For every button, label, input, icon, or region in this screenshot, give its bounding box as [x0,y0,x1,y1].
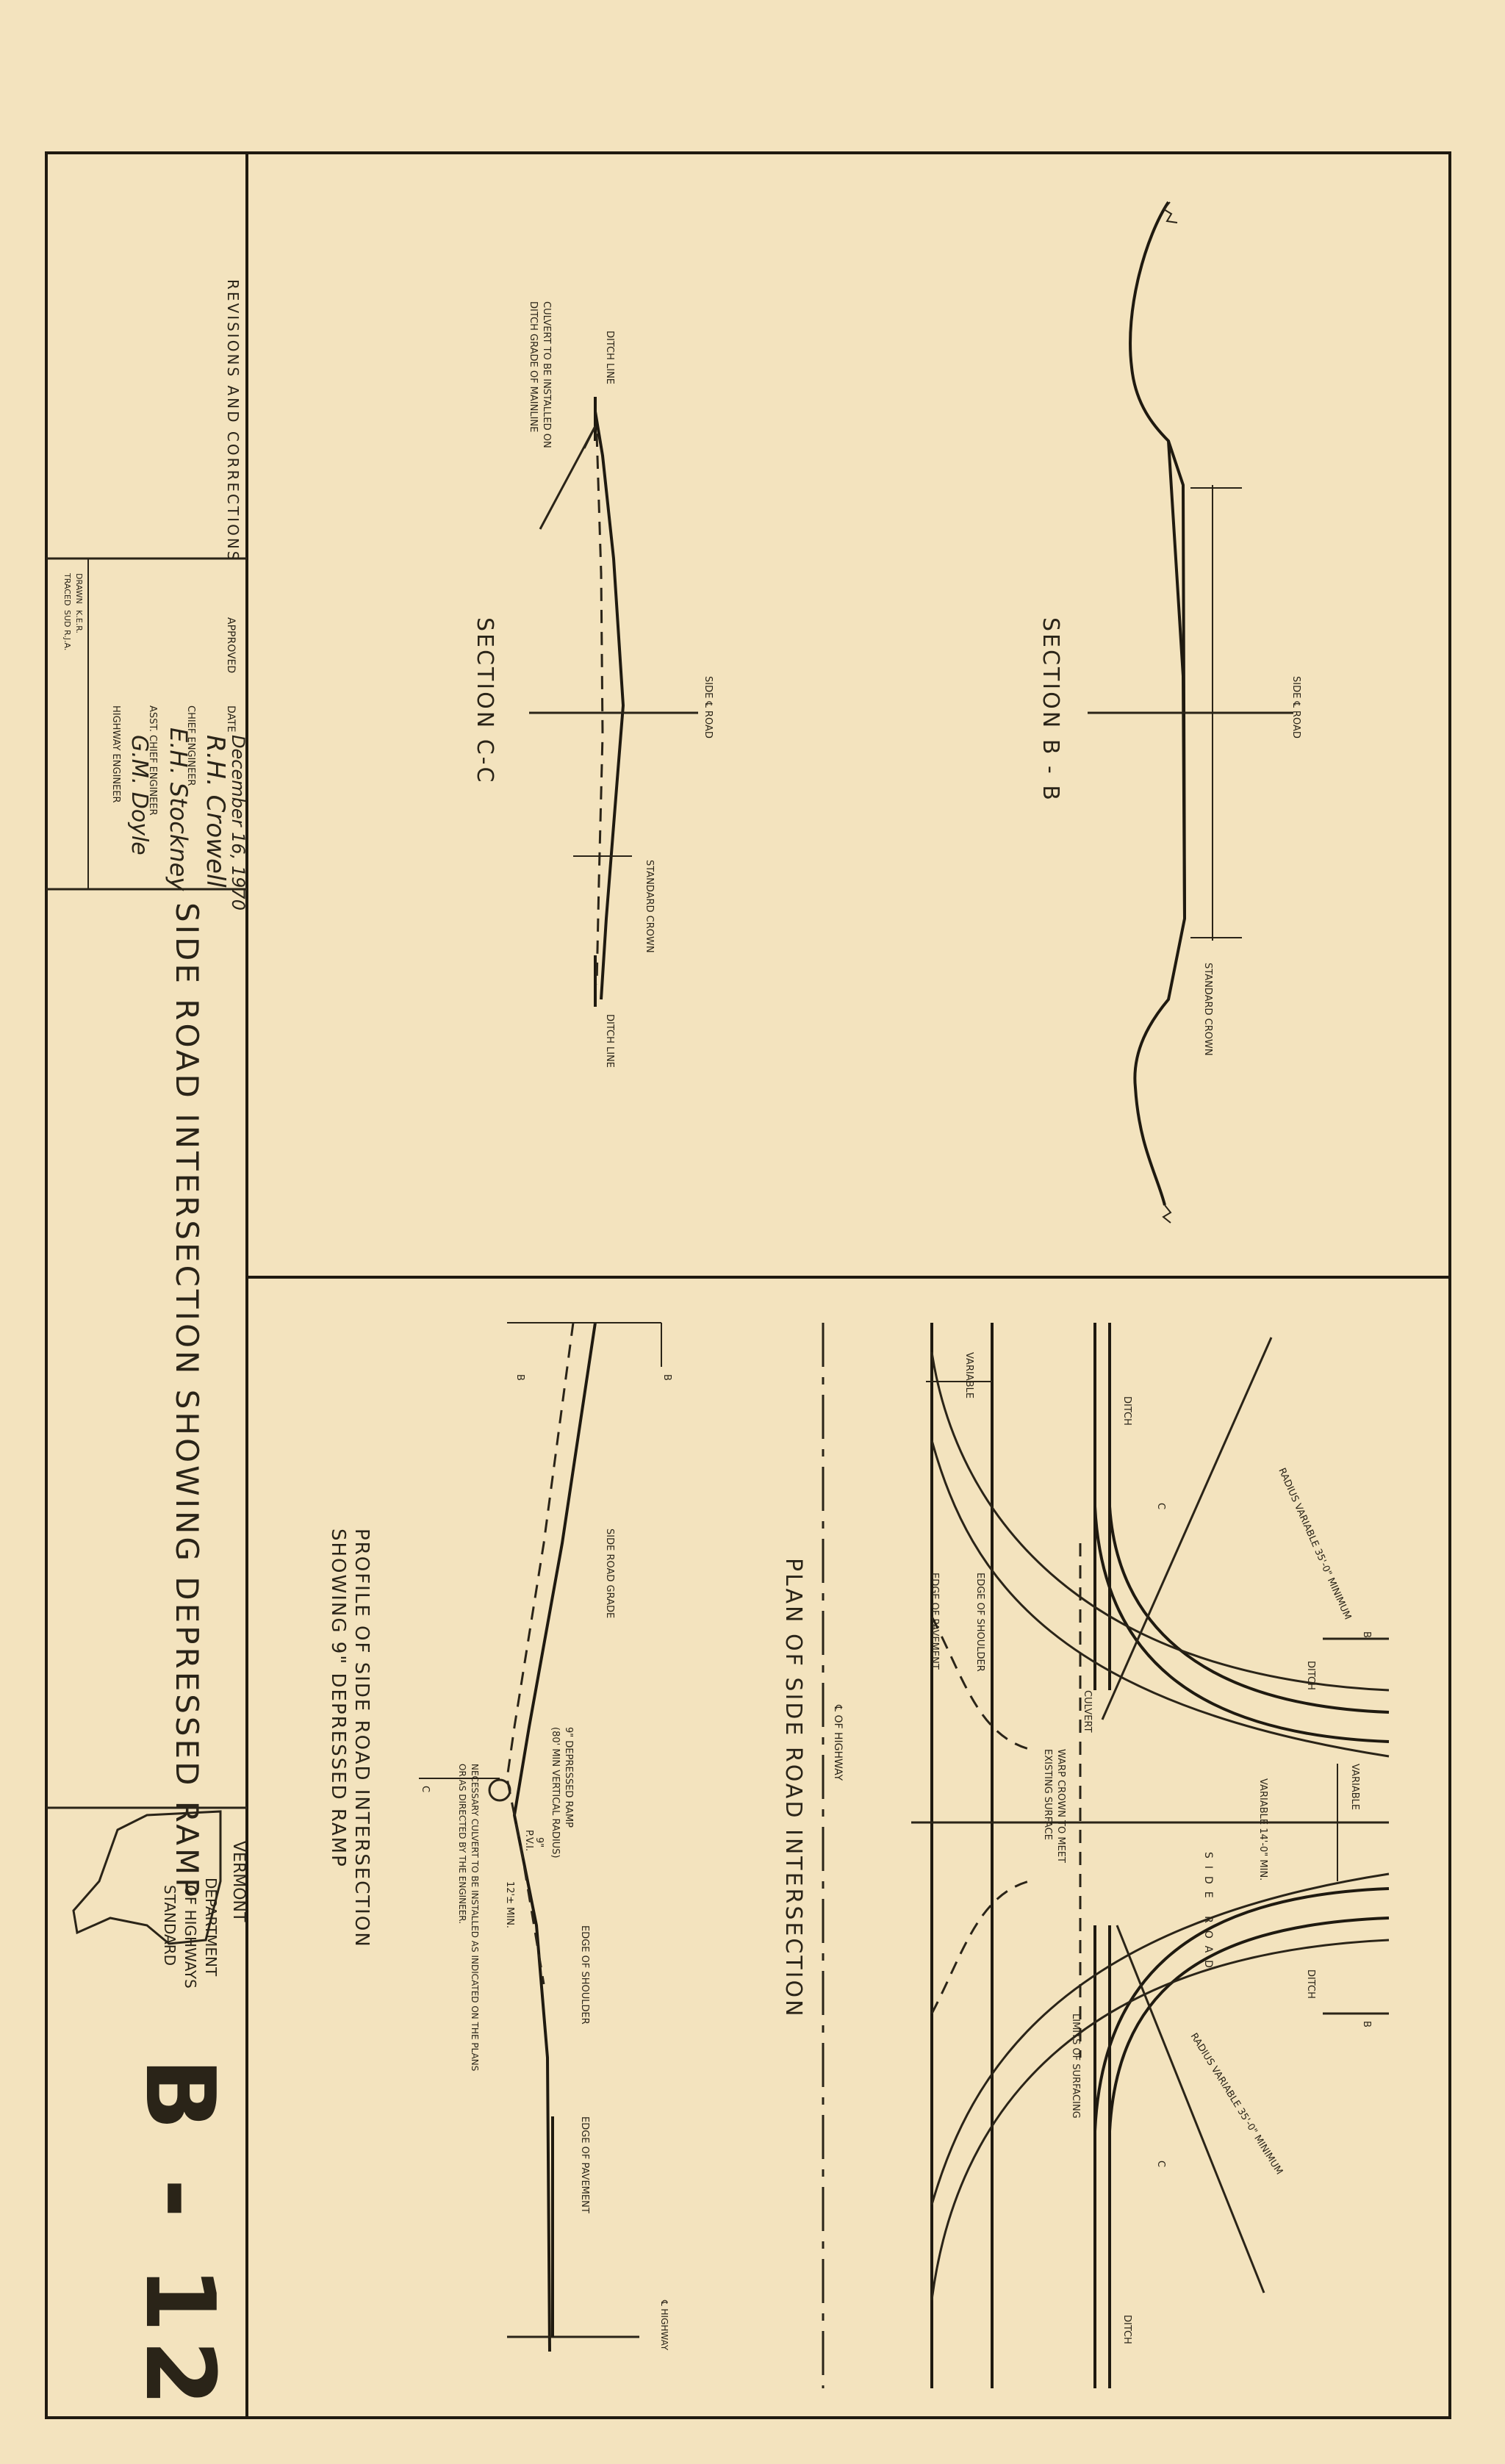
section-cc-ditch-label-1: DITCH LINE [604,331,615,384]
profile-nine-inch: 9" [534,1837,545,1847]
plan-radius-leader-right [1116,1925,1265,2294]
profile-edge-shoulder-label: EDGE OF SHOULDER [579,1925,590,2025]
profile-edge-pavement-label: EDGE OF PAVEMENT [579,2116,590,2213]
revisions-label: REVISIONS AND CORRECTIONS [224,279,242,562]
agency-line-1: DEPARTMENT [202,1878,220,1977]
plan-outer-curve-right [930,1939,1390,2301]
profile-letter-c: C [420,1786,431,1792]
profile-letter-b2: B [514,1374,525,1381]
plan-cl-highway-label: ℄ OF HIGHWAY [832,1704,844,1781]
plan-variable-width: VARIABLE 14'-0" MIN. [1257,1778,1268,1881]
plan-letter-c2: C [1155,2161,1166,2167]
chief-engineer-signature: R.H. Crowell [201,735,230,888]
asst-chief-signature: E.H. Stockney [165,728,193,891]
plan-ditch-2: DITCH [1305,1661,1316,1690]
plan-side-road-label: SIDE ROAD [1202,1852,1214,1975]
section-bb-fill [1167,440,1186,919]
sheet-number: B - 12 [124,2058,236,2413]
profile-title-line-1: PROFILE OF SIDE ROAD INTERSECTION [351,1529,373,1948]
profile-cl-highway-label: ℄ HIGHWAY [659,2299,669,2351]
section-bb-profile [1129,201,1187,1206]
drawn-value: K.E.R. [74,610,84,633]
section-cc-side-road: SIDE ℄ ROAD [703,676,714,739]
sheet-title: SIDE ROAD INTERSECTION SHOWING DEPRESSED… [169,902,205,1900]
profile-culvert-note-1: NECESSARY CULVERT TO BE INSTALLED AS IND… [470,1764,480,2071]
plan-letter-b2: B [1361,2021,1372,2027]
plan-variable-1: VARIABLE [963,1352,974,1398]
profile-pvi-culvert [488,1778,511,1802]
plan-warp-dashed-left [930,1616,1030,1750]
plan-radius-label-1: RADIUS VARIABLE 35'-0" MINIMUM [1276,1467,1353,1622]
plan-variable-2: VARIABLE [1349,1764,1360,1810]
section-cc-title: SECTION C-C [472,617,498,784]
plan-return-curve-left-2 [1093,1506,1390,1743]
approval-block: APPROVED DATE December 16, 1970 R.H. Cro… [62,572,248,910]
agency-block: VERMONT DEPARTMENT OF HIGHWAYS STANDARD [72,1810,248,1989]
profile-twelve-min: 12'± MIN. [504,1881,515,1928]
profile-letter-b1: B [661,1374,672,1381]
plan-return-curve-left-1 [1108,1506,1390,1714]
plan-ditch-3: DITCH [1305,1969,1316,1999]
plan-radius-leader-left [1101,1337,1273,1720]
agency-state: VERMONT [229,1841,248,1922]
section-bb-standard-crown: STANDARD CROWN [1202,963,1213,1056]
highway-engineer-signature: G.M. Doyle [126,735,152,855]
section-bb-ground-right [1162,1204,1172,1224]
section-cc-profile [594,411,625,1000]
highway-engineer-label: HIGHWAY ENGINEER [110,705,121,803]
section-bb: SIDE ℄ ROAD STANDARD CROWN SECTION B - B [1038,201,1301,1224]
section-cc-original-ground [595,433,604,985]
profile-culvert-note-2: OR AS DIRECTED BY THE ENGINEER. [457,1764,467,1924]
plan-radius-label-2: RADIUS VARIABLE 35'-0" MINIMUM [1188,2031,1285,2177]
plan-culvert-label: CULVERT [1082,1690,1093,1733]
traced-label: TRACED [62,572,72,606]
plan-view: PLAN OF SIDE ROAD INTERSECTION ℄ OF HIGH… [780,1323,1390,2388]
plan-letter-c1: C [1155,1503,1166,1509]
section-cc-culvert-leader [539,425,597,530]
plan-return-curve-right-2 [1093,1887,1390,2132]
revisions-block: REVISIONS AND CORRECTIONS [224,279,242,562]
section-cc-ditch-label-2: DITCH LINE [604,1014,615,1068]
plan-return-curve-right-1 [1108,1917,1390,2132]
section-cc-culvert-note-2: DITCH GRADE OF MAINLINE [528,301,539,432]
plan-ditch-4: DITCH [1121,2315,1132,2344]
profile-depressed-ramp-1: 9" DEPRESSED RAMP [563,1727,574,1828]
agency-line-3: STANDARD [161,1885,179,1966]
date-label: DATE [225,705,237,732]
date-signature: December 16, 1970 [228,735,248,910]
profile-depressed-ramp-2: (80' MIN VERTICAL RADIUS) [550,1727,561,1858]
plan-pavement-curve-right [930,1872,1390,2205]
section-bb-ground-left [1163,201,1178,223]
section-cc-standard-crown: STANDARD CROWN [644,860,655,953]
plan-ditch-1: DITCH [1121,1396,1132,1426]
approved-label: APPROVED [225,617,237,673]
plan-edge-pavement-label: EDGE OF PAVEMENT [929,1573,940,1670]
plan-pavement-curve-left [930,1440,1390,1758]
sheet-border [45,151,1451,2419]
section-bb-side-road: SIDE ℄ ROAD [1290,676,1301,739]
drawn-label: DRAWN [74,573,84,604]
profile-title-line-2: SHOWING 9" DEPRESSED RAMP [327,1529,349,1868]
profile-side-road-grade-label: SIDE ROAD GRADE [604,1529,615,1618]
vermont-state-outline-icon [72,1810,222,1945]
plan-outer-curve-left [930,1351,1390,1692]
plan-title: PLAN OF SIDE ROAD INTERSECTION [780,1558,806,2019]
profile-existing-ground [506,1322,575,1985]
profile-pvi-label: P.V.I. [523,1830,534,1851]
plan-warp-dashed-right [930,1880,1030,2014]
plan-edge-shoulder-label: EDGE OF SHOULDER [974,1573,985,1672]
plan-letter-b1: B [1361,1631,1372,1638]
profile-view: PROFILE OF SIDE ROAD INTERSECTION SHOWIN… [327,1322,672,2352]
section-cc-culvert-note-1: CULVERT TO BE INSTALLED ON [541,301,552,448]
agency-line-2: OF HIGHWAYS [182,1885,199,1989]
plan-warp-note-1: WARP CROWN TO MEET [1055,1749,1066,1863]
chief-engineer-label: CHIEF ENGINEER [185,705,196,786]
section-bb-title: SECTION B - B [1038,617,1063,802]
plan-limits-surfacing: LIMITS OF SURFACING [1070,2014,1081,2119]
plan-warp-note-2: EXISTING SURFACE [1042,1749,1053,1840]
section-cc: DITCH LINE DITCH LINE CULVERT TO BE INST… [472,301,714,1068]
traced-value: SUD R.J.A. [62,610,72,650]
asst-chief-label: ASST. CHIEF ENGINEER [147,705,158,816]
